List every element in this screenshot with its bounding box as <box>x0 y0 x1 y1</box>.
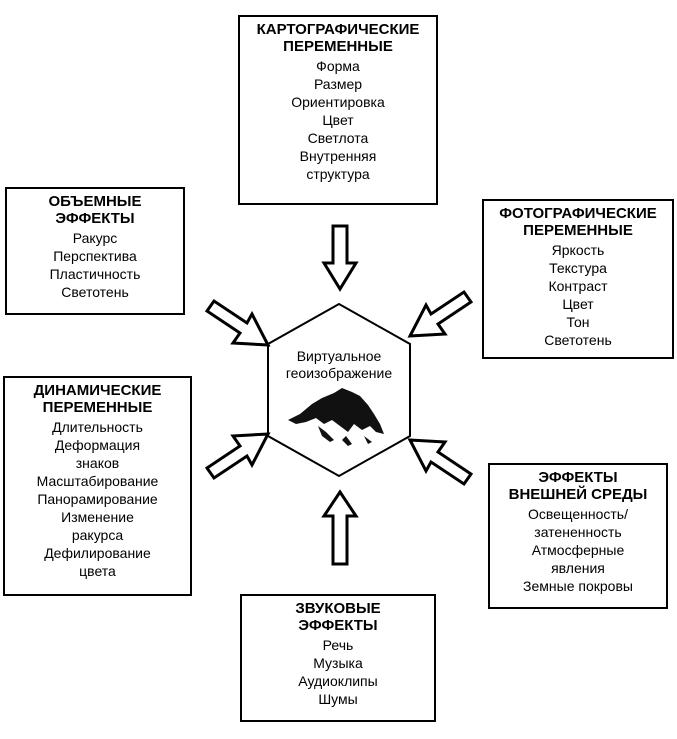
list-item: Светлота <box>307 130 369 146</box>
terrain-image <box>288 388 384 446</box>
center-label: Виртуальное геоизображение <box>268 348 410 382</box>
list-item: Ориентировка <box>291 94 385 110</box>
list-item: Изменение <box>61 509 134 525</box>
list-item: явления <box>551 560 605 576</box>
list-item: Дефилирование <box>44 545 151 561</box>
list-item: Светотень <box>544 332 612 348</box>
item-list: Освещенность/ затененность Атмосферные я… <box>496 505 660 595</box>
box-title: ДИНАМИЧЕСКИЕ <box>33 382 162 399</box>
list-item: Земные покровы <box>523 578 633 594</box>
arrow-from-dynamic <box>204 432 271 481</box>
list-item: ракурса <box>71 527 124 543</box>
box-title: ЭФФЕКТЫ <box>538 469 618 486</box>
list-item: Аудиоклипы <box>298 673 378 689</box>
list-item: Светотень <box>61 284 129 300</box>
list-item: Масштабирование <box>36 473 159 489</box>
box-title: ПЕРЕМЕННЫЕ <box>523 222 633 239</box>
list-item: цвета <box>79 563 116 579</box>
list-item: Контраст <box>548 278 608 294</box>
list-item: Шумы <box>318 691 358 707</box>
list-item: Форма <box>316 58 360 74</box>
item-list: Ракурс Перспектива Пластичность Светотен… <box>13 229 177 301</box>
box-title: ЗВУКОВЫЕ <box>295 600 381 617</box>
list-item: Атмосферные <box>531 542 625 558</box>
arrow-from-sound <box>321 489 359 566</box>
box-environment: ЭФФЕКТЫ ВНЕШНЕЙ СРЕДЫ Освещенность/ зате… <box>488 463 668 609</box>
list-item: Освещенность/ <box>528 506 628 522</box>
arrow-from-cartographic <box>321 224 359 292</box>
box-title: ФОТОГРАФИЧЕСКИЕ <box>499 205 657 222</box>
center-label-line1: Виртуальное <box>296 348 382 364</box>
list-item: структура <box>306 166 370 182</box>
item-list: Форма Размер Ориентировка Цвет Светлота … <box>246 57 430 183</box>
list-item: Яркость <box>551 242 605 258</box>
box-title: ПЕРЕМЕННЫЕ <box>42 399 153 416</box>
list-item: Цвет <box>562 296 594 312</box>
list-item: Тон <box>566 314 590 330</box>
list-item: затененность <box>534 524 622 540</box>
box-title: ЭФФЕКТЫ <box>55 210 135 227</box>
arrow-from-environment <box>407 438 474 487</box>
arrow-from-volumetric <box>204 298 271 347</box>
center-label-line2: геоизображение <box>285 365 393 381</box>
list-item: Внутренняя <box>299 148 377 164</box>
list-item: Речь <box>322 637 354 653</box>
box-sound: ЗВУКОВЫЕ ЭФФЕКТЫ Речь Музыка Аудиоклипы … <box>240 594 436 722</box>
box-photographic: ФОТОГРАФИЧЕСКИЕ ПЕРЕМЕННЫЕ Яркость Текст… <box>482 199 674 359</box>
box-dynamic: ДИНАМИЧЕСКИЕ ПЕРЕМЕННЫЕ Длительность Деф… <box>3 376 192 596</box>
box-title: КАРТОГРАФИЧЕСКИЕ <box>256 21 420 38</box>
list-item: Деформация <box>54 437 141 453</box>
list-item: Цвет <box>322 112 354 128</box>
list-item: Музыка <box>313 655 363 671</box>
item-list: Длительность Деформация знаков Масштабир… <box>11 418 184 580</box>
item-list: Речь Музыка Аудиоклипы Шумы <box>248 636 428 708</box>
item-list: Яркость Текстура Контраст Цвет Тон Свето… <box>490 241 666 349</box>
arrow-from-photographic <box>407 289 474 338</box>
list-item: Перспектива <box>53 248 137 264</box>
list-item: Длительность <box>52 419 143 435</box>
list-item: Пластичность <box>49 266 141 282</box>
box-title: ЭФФЕКТЫ <box>298 617 378 634</box>
box-title: ОБЪЕМНЫЕ <box>48 193 142 210</box>
list-item: Панорамирование <box>37 491 158 507</box>
list-item: знаков <box>75 455 120 471</box>
list-item: Текстура <box>549 260 607 276</box>
box-volumetric: ОБЪЕМНЫЕ ЭФФЕКТЫ Ракурс Перспектива Плас… <box>5 187 185 315</box>
list-item: Размер <box>313 76 363 92</box>
box-cartographic: КАРТОГРАФИЧЕСКИЕ ПЕРЕМЕННЫЕ Форма Размер… <box>238 15 438 205</box>
box-title: ВНЕШНЕЙ СРЕДЫ <box>508 486 648 503</box>
box-title: ПЕРЕМЕННЫЕ <box>283 38 393 55</box>
list-item: Ракурс <box>72 230 118 246</box>
